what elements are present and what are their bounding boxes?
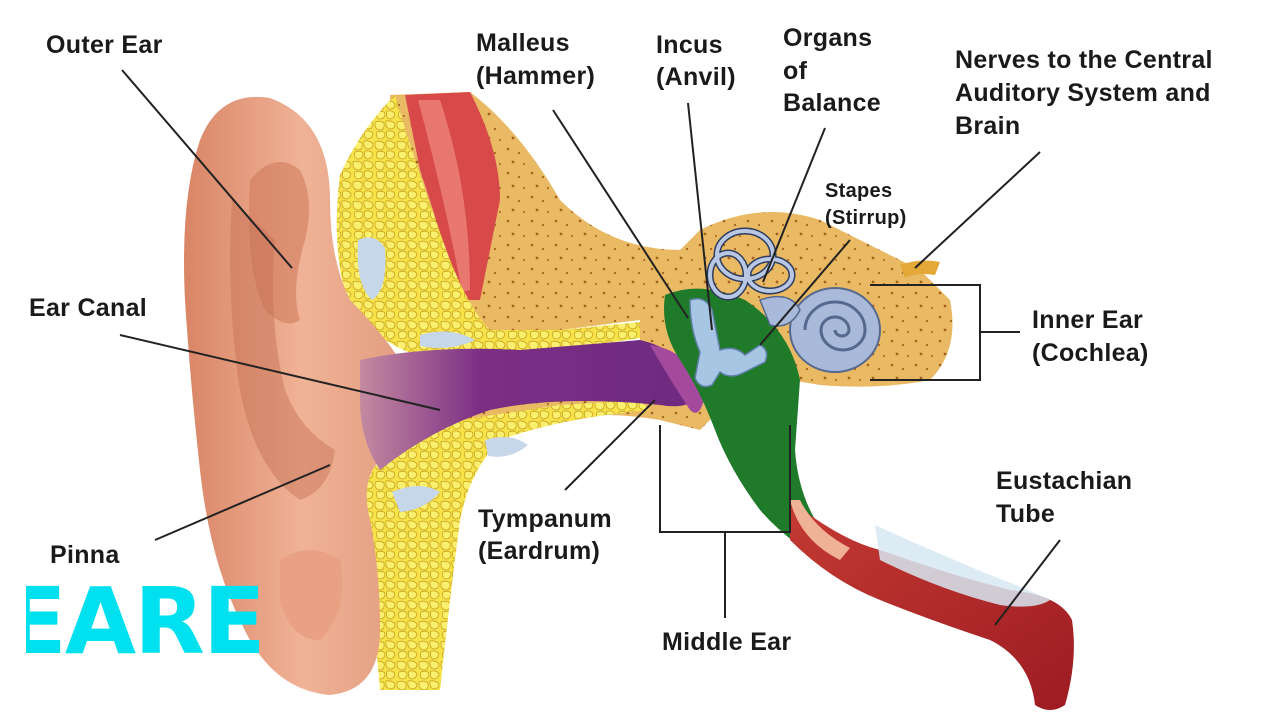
label-malleus: Malleus — [476, 29, 570, 57]
eustachian-tube-shape — [790, 500, 1074, 710]
ear-canal — [360, 340, 700, 470]
label-tympanum-alt: (Eardrum) — [478, 537, 601, 565]
label-organs-of-balance-3: Balance — [783, 89, 881, 117]
label-incus: Incus — [656, 31, 723, 59]
label-eustachian-tube-1: Eustachian — [996, 467, 1133, 495]
label-inner-ear: Inner Ear — [1032, 306, 1144, 334]
leader-lines — [119, 69, 1061, 626]
label-nerves-1: Nerves to the Central — [955, 46, 1213, 74]
label-ear-canal: Ear Canal — [29, 294, 148, 322]
label-tympanum: Tympanum — [478, 505, 612, 533]
cochlea-shape — [759, 287, 881, 373]
temporal-bone — [380, 92, 953, 580]
overlay-text: EARE — [26, 572, 276, 682]
tympanum-shape — [650, 345, 705, 413]
label-malleus-alt: (Hammer) — [476, 62, 596, 90]
label-outer-ear: Outer Ear — [46, 31, 163, 59]
ossicles — [689, 298, 768, 388]
label-nerves-2: Auditory System and — [955, 79, 1211, 107]
overlay-text-content: EARE — [26, 572, 266, 675]
label-organs-of-balance-1: Organs — [783, 24, 873, 52]
label-eustachian-tube-2: Tube — [996, 500, 1056, 528]
pinna-shape — [184, 96, 420, 696]
label-inner-ear-alt: (Cochlea) — [1032, 339, 1149, 367]
label-organs-of-balance-2: of — [783, 57, 808, 85]
label-pinna: Pinna — [50, 541, 120, 569]
label-stapes: Stapes — [825, 180, 893, 202]
label-stapes-alt: (Stirrup) — [825, 207, 907, 229]
nerve-stub — [900, 260, 940, 278]
label-middle-ear: Middle Ear — [662, 628, 792, 656]
label-nerves-3: Brain — [955, 112, 1021, 140]
label-incus-alt: (Anvil) — [656, 63, 736, 91]
fatty-tissue-upper — [336, 95, 640, 360]
fatty-tissue-lower — [360, 400, 650, 690]
